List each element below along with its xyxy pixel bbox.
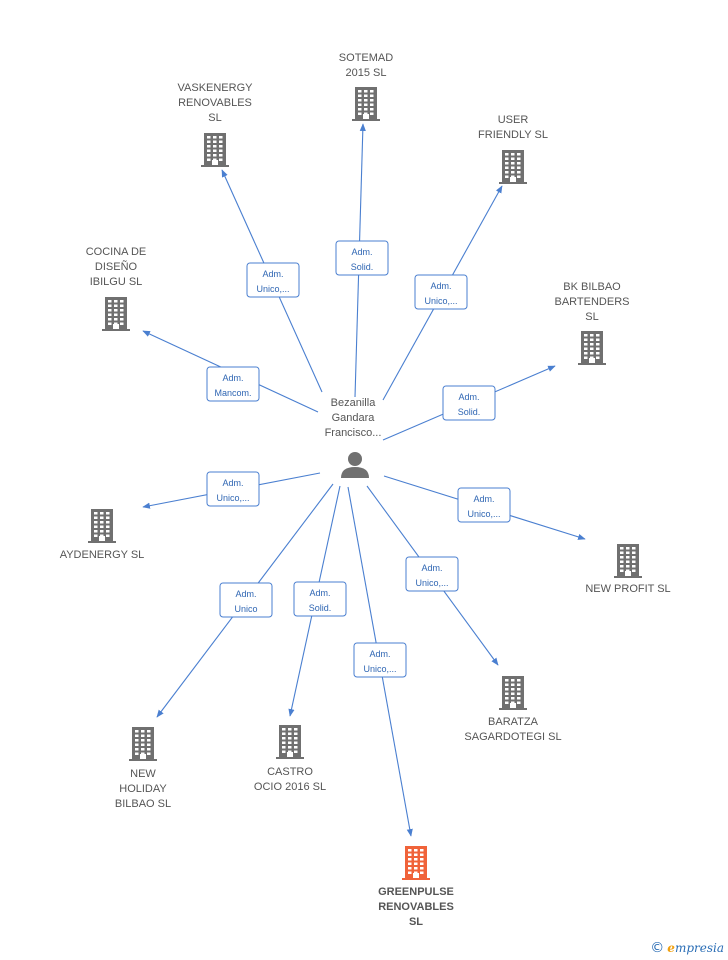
company-node-sotemad[interactable]: SOTEMAD 2015 SL xyxy=(339,52,393,121)
relation-text-line: Adm. xyxy=(421,563,442,573)
relation-text-line: Solid. xyxy=(309,603,332,613)
relation-text-line: Adm. xyxy=(309,588,330,598)
relation-text-line: Adm. xyxy=(235,589,256,599)
relation-text-line: Unico,... xyxy=(216,493,249,503)
company-name-line: DISEÑO xyxy=(95,260,138,273)
company-name-line: VASKENERGY xyxy=(178,82,254,94)
company-node-vaskenergy[interactable]: VASKENERGY RENOVABLES SL xyxy=(178,82,254,167)
building-icon xyxy=(88,509,116,543)
relation-label-bk-bilbao[interactable]: Adm. Solid. xyxy=(442,385,496,421)
empresia-logo: ©empresia xyxy=(650,940,724,956)
person-name-line-3: Francisco... xyxy=(325,427,382,439)
relation-labels-layer: Adm.Solid.Adm.Unico,...Adm.Unico,...Adm.… xyxy=(206,240,511,678)
building-icon xyxy=(578,331,606,365)
brand-name: mpresia xyxy=(674,941,724,955)
company-name-line: CASTRO xyxy=(267,766,313,778)
company-name-line: BARTENDERS xyxy=(555,296,630,308)
relation-text-line: Solid. xyxy=(458,407,481,417)
company-node-castro[interactable]: CASTRO OCIO 2016 SL xyxy=(254,725,326,793)
relation-label-sotemad[interactable]: Adm. Solid. xyxy=(335,240,389,276)
building-icon xyxy=(129,727,157,761)
company-node-greenpulse[interactable]: GREENPULSE RENOVABLES SL xyxy=(378,846,454,928)
company-name-line: BILBAO SL xyxy=(115,798,171,810)
company-node-bk-bilbao[interactable]: BK BILBAO BARTENDERS SL xyxy=(555,281,630,365)
building-icon xyxy=(499,676,527,710)
company-name-line: RENOVABLES xyxy=(378,901,454,913)
relation-text-line: Adm. xyxy=(351,247,372,257)
company-name-line: AYDENERGY SL xyxy=(60,549,145,561)
relation-label-baratza[interactable]: Adm. Unico,... xyxy=(405,556,459,592)
company-node-new-profit[interactable]: NEW PROFIT SL xyxy=(585,544,671,595)
company-node-cocina[interactable]: COCINA DE DISEÑO IBILGU SL xyxy=(86,246,147,331)
company-name-line: IBILGU SL xyxy=(90,276,143,288)
building-icon xyxy=(102,297,130,331)
building-icon xyxy=(201,133,229,167)
relation-label-cocina[interactable]: Adm. Mancom. xyxy=(206,366,260,402)
relation-text-line: Adm. xyxy=(430,281,451,291)
building-icon xyxy=(402,846,430,880)
relation-label-user-friendly[interactable]: Adm. Unico,... xyxy=(414,274,468,310)
building-icon xyxy=(614,544,642,578)
building-icon xyxy=(352,87,380,121)
company-node-user-friendly[interactable]: USER FRIENDLY SL xyxy=(478,114,548,184)
relation-text-line: Adm. xyxy=(222,373,243,383)
center-person[interactable]: Bezanilla Gandara Francisco... xyxy=(325,397,382,478)
relation-text-line: Unico,... xyxy=(424,296,457,306)
relation-text-line: Unico xyxy=(234,604,257,614)
relation-text-line: Unico,... xyxy=(467,509,500,519)
relation-label-castro[interactable]: Adm. Solid. xyxy=(293,581,347,617)
company-name-line: SL xyxy=(585,311,598,323)
relation-text-line: Adm. xyxy=(458,392,479,402)
relation-label-greenpulse[interactable]: Adm. Unico,... xyxy=(353,642,407,678)
company-node-baratza[interactable]: BARATZA SAGARDOTEGI SL xyxy=(464,676,562,743)
relation-text-line: Solid. xyxy=(351,262,374,272)
company-name-line: COCINA DE xyxy=(86,246,147,258)
nodes-layer: SOTEMAD 2015 SL VASKENERGY RENOVABLES SL USER… xyxy=(60,52,671,928)
company-name-line: FRIENDLY SL xyxy=(478,129,548,141)
building-icon xyxy=(276,725,304,759)
company-name-line: OCIO 2016 SL xyxy=(254,781,326,793)
company-node-aydenergy[interactable]: AYDENERGY SL xyxy=(60,509,145,561)
company-name-line: NEW PROFIT SL xyxy=(585,583,670,595)
company-name-line: SL xyxy=(409,916,423,928)
company-name-line: NEW xyxy=(130,768,156,780)
company-name-line: HOLIDAY xyxy=(119,783,167,795)
relation-text-line: Adm. xyxy=(369,649,390,659)
company-node-new-holiday[interactable]: NEW HOLIDAY BILBAO SL xyxy=(115,727,171,810)
company-name-line: SOTEMAD xyxy=(339,52,393,64)
person-icon xyxy=(341,452,369,478)
brand-initial: e xyxy=(667,941,675,955)
company-name-line: BK BILBAO xyxy=(563,281,621,293)
copyright-symbol: © xyxy=(650,940,665,956)
relation-text-line: Adm. xyxy=(262,269,283,279)
relation-label-new-profit[interactable]: Adm. Unico,... xyxy=(457,487,511,523)
company-name-line: BARATZA xyxy=(488,716,539,728)
company-name-line: RENOVABLES xyxy=(178,97,252,109)
company-name-line: GREENPULSE xyxy=(378,886,454,898)
relation-text-line: Adm. xyxy=(473,494,494,504)
relation-label-vaskenergy[interactable]: Adm. Unico,... xyxy=(246,262,300,298)
relation-text-line: Unico,... xyxy=(363,664,396,674)
relation-text-line: Unico,... xyxy=(256,284,289,294)
company-name-line: USER xyxy=(498,114,529,126)
relation-text-line: Adm. xyxy=(222,478,243,488)
company-name-line: SAGARDOTEGI SL xyxy=(464,731,561,743)
person-name-line-2: Gandara xyxy=(332,412,376,424)
company-name-line: 2015 SL xyxy=(346,67,387,79)
relation-text-line: Unico,... xyxy=(415,578,448,588)
relation-label-new-holiday[interactable]: Adm. Unico xyxy=(219,582,273,618)
person-name-line-1: Bezanilla xyxy=(331,397,377,409)
relation-text-line: Mancom. xyxy=(214,388,251,398)
relation-label-aydenergy[interactable]: Adm. Unico,... xyxy=(206,471,260,507)
company-name-line: SL xyxy=(208,112,221,124)
building-icon xyxy=(499,150,527,184)
